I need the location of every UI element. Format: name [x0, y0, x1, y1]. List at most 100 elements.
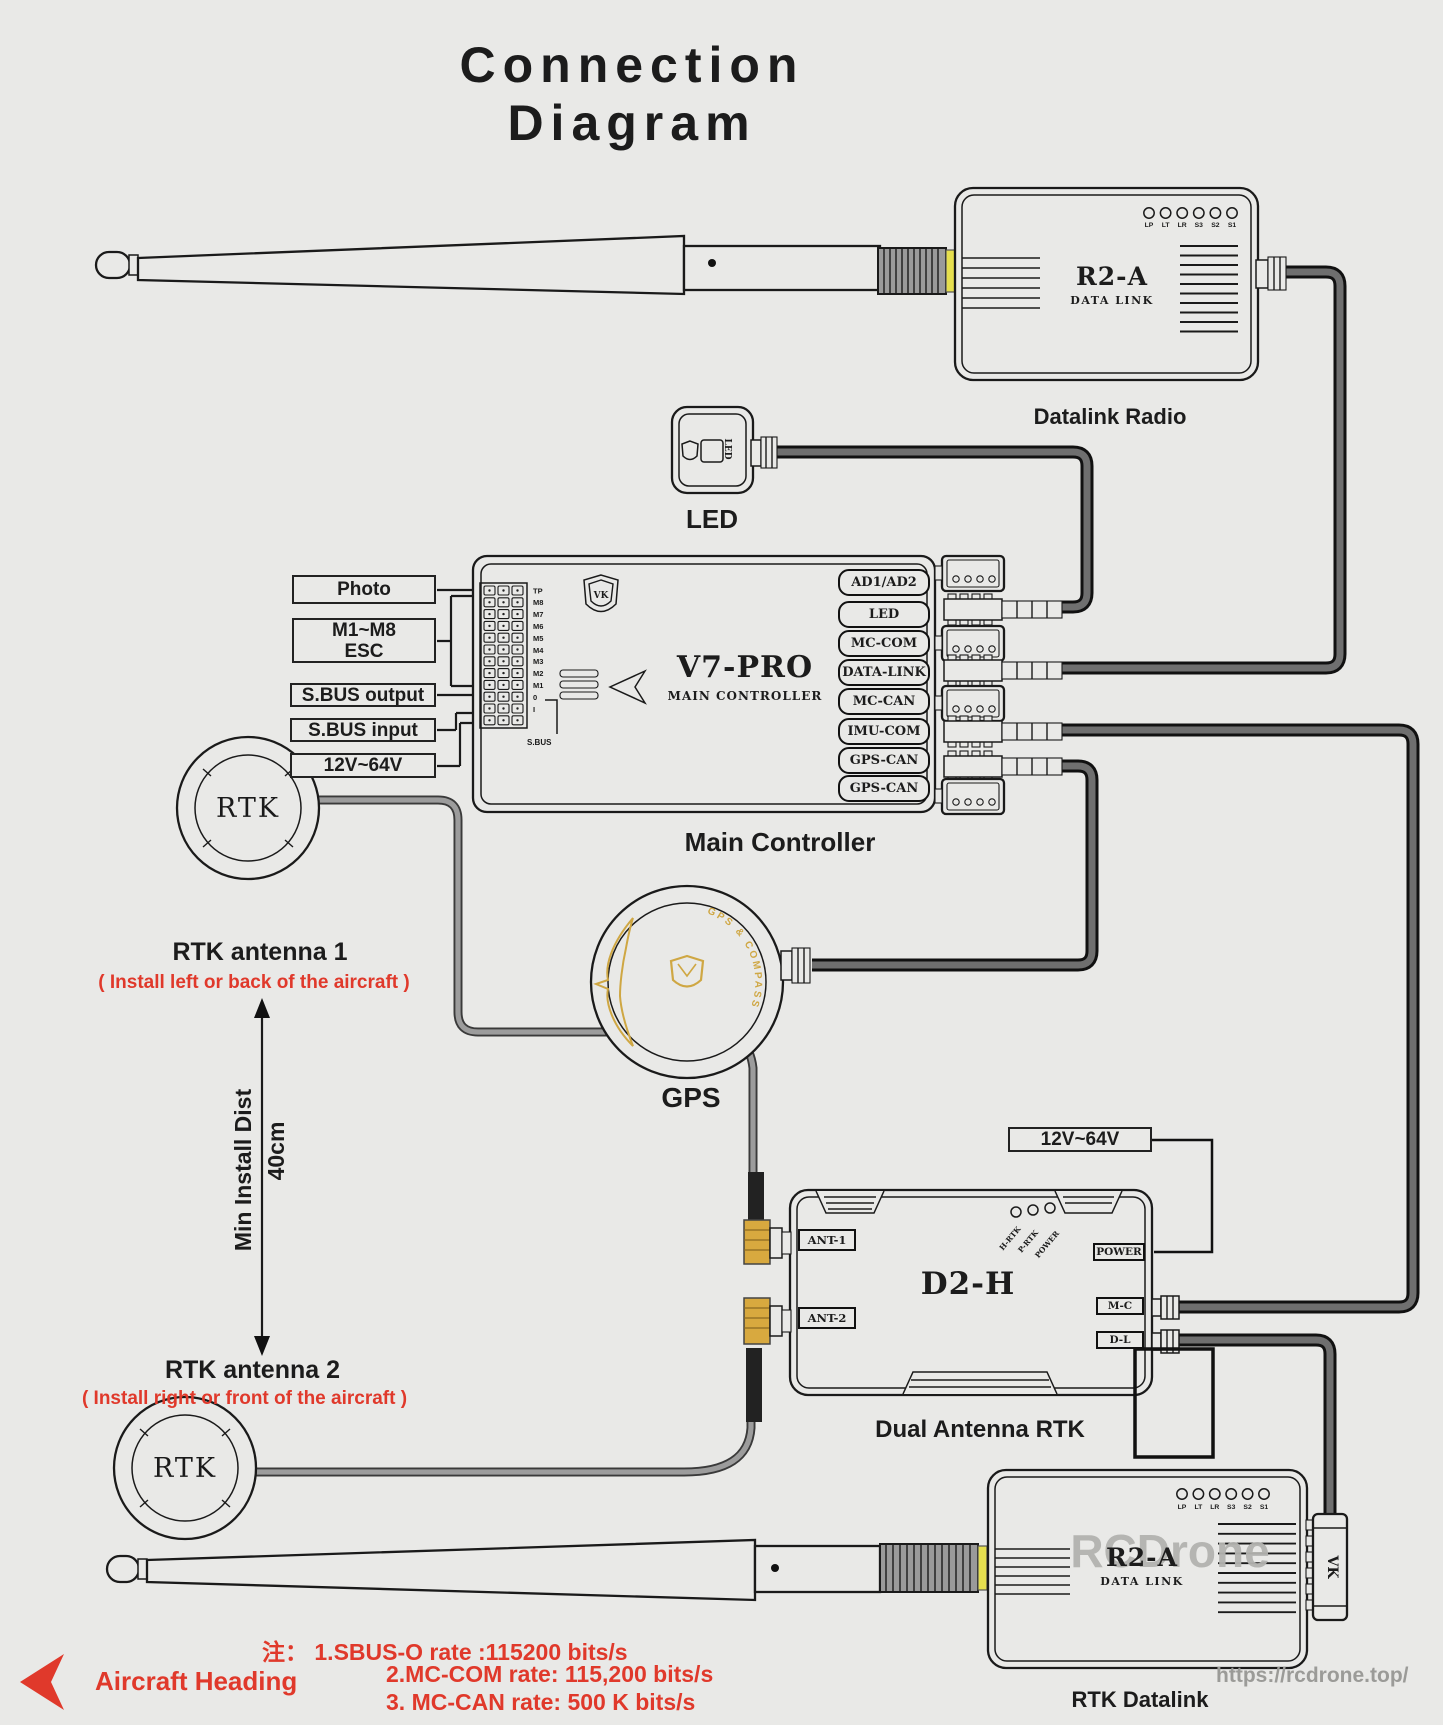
gps-caption: GPS [661, 1082, 721, 1113]
svg-text:M6: M6 [533, 622, 543, 631]
rtk2-note: ( Install right or front of the aircraft… [81, 1388, 408, 1409]
rtk1-note: ( Install left or back of the aircraft ) [98, 972, 410, 993]
rtk-antenna1-disk: RTK [175, 735, 321, 881]
d2h-mc-connector [1151, 1295, 1180, 1320]
input-photo-label: Photo [337, 579, 391, 600]
svg-text:M8: M8 [533, 598, 543, 607]
d2h-port-ant1: ANT-1 [798, 1229, 856, 1251]
svg-text:M2: M2 [533, 669, 543, 678]
d2h-leds [1010, 1202, 1056, 1218]
power-label: POWER [1096, 1246, 1142, 1258]
min-dist-arrow [254, 998, 270, 1356]
radio-connector [1255, 259, 1269, 289]
mc-port-mccan: MC-CAN [838, 688, 930, 715]
datalink-radio-leds [1143, 207, 1238, 219]
vk-shield-icon [681, 440, 699, 461]
led-label: S3 [1227, 1504, 1236, 1511]
bottom-antenna [105, 1538, 988, 1602]
svg-text:I: I [533, 705, 535, 714]
pin-labels: TP M8 M7 M6 M5 M4 M3 M2 M1 0 I S.BUS [527, 587, 552, 748]
svg-text:M5: M5 [533, 634, 543, 643]
wire-power-to-d2h [1151, 1138, 1214, 1254]
cable-gps-to-mc [812, 759, 1099, 972]
dl-label: D-L [1109, 1334, 1131, 1346]
gps-module: GPS & COMPASS [589, 884, 811, 1080]
led-label: S1 [1260, 1504, 1269, 1511]
rtk-datalink-model: R2-A [1106, 1543, 1178, 1572]
input-esc-line1: M1~M8 [332, 619, 396, 641]
rtk-disk-label: RTK [153, 1453, 217, 1484]
mc-port-ad1ad2: AD1/AD2 [838, 569, 930, 596]
led-label: LT [1162, 222, 1171, 229]
input-esc-line2: ESC [344, 640, 384, 662]
rtk-datalink-caption: RTK Datalink [1071, 1687, 1209, 1712]
led-chip [700, 439, 724, 463]
vk-connector-label: VK [1324, 1555, 1340, 1579]
led-caption: LED [686, 504, 738, 534]
antenna-yellow-band [945, 249, 956, 293]
svg-text:M7: M7 [533, 610, 543, 619]
mc-port-gpscan2: GPS-CAN [838, 775, 930, 802]
note-line2: 2.MC-COM rate: 115,200 bits/s [386, 1661, 714, 1687]
d2h-power-source-label: 12V~64V [1040, 1129, 1120, 1150]
d2h-power-source: 12V~64V [1008, 1127, 1152, 1152]
led-label: LR [1210, 1504, 1219, 1511]
led-label: S2 [1211, 222, 1220, 229]
page-title: Connection Diagram [459, 37, 805, 151]
min-dist-line1: Min Install Dist [230, 1088, 256, 1252]
vk-logo-text: VK [593, 591, 610, 601]
d2h-box: H-RTK P-RTK POWER [788, 1188, 1180, 1397]
d2h-port-dl: D-L [1096, 1331, 1144, 1349]
mc-port-datalink: DATA-LINK [838, 659, 930, 686]
dl-wire-loop [1133, 1347, 1215, 1459]
gps-arrow-icon [593, 917, 634, 1047]
svg-text:TP: TP [533, 587, 543, 596]
cable-led-to-mc [777, 445, 1094, 614]
d2h-caption: Dual Antenna RTK [875, 1416, 1085, 1443]
top-antenna [94, 234, 956, 296]
svg-text:M4: M4 [533, 646, 544, 655]
input-photo: Photo [292, 575, 436, 604]
url-watermark: https://rcdrone.top/ [1216, 1664, 1409, 1687]
input-power: 12V~64V [290, 753, 436, 778]
mc-port-led: LED [838, 601, 930, 628]
mc-type: MAIN CONTROLLER [667, 689, 823, 703]
svg-text:M1: M1 [533, 681, 543, 690]
rcdrone-watermark: RCDrone [1070, 1525, 1270, 1577]
ant2-label: ANT-2 [807, 1311, 847, 1325]
led-label: S2 [1243, 1504, 1252, 1511]
cable-datalink-to-mc [1062, 265, 1347, 675]
ant2-connector [743, 1297, 792, 1422]
d2h-port-mc: M-C [1096, 1297, 1144, 1315]
vk-shield-gold-icon [669, 954, 705, 988]
led-chip-label: LED [722, 438, 732, 460]
led-module [670, 405, 778, 495]
rtk1-label: RTK antenna 1 [172, 938, 348, 966]
d2h-port-ant2: ANT-2 [798, 1307, 856, 1329]
ant1-connector [743, 1172, 792, 1265]
input-power-label: 12V~64V [323, 755, 403, 776]
datalink-radio-box: LP LT LR S3 S2 S1 [953, 186, 1287, 382]
cable-mc-to-d2h [1062, 723, 1420, 1314]
datalink-radio-model: R2-A [1076, 262, 1148, 291]
rtk-datalink-type: DATA LINK [1100, 1575, 1184, 1588]
input-esc: M1~M8 ESC [292, 618, 436, 663]
led-label: LT [1194, 1504, 1203, 1511]
note-line1: 注： 1.SBUS-O rate :115200 bits/s [262, 1639, 628, 1665]
mc-port-mccom: MC-COM [838, 630, 930, 657]
mc-connectors [933, 554, 1063, 816]
aircraft-heading-arrow-icon [20, 1654, 64, 1710]
mc-port-imucom: IMU-COM [838, 718, 930, 745]
led-label: S1 [1228, 222, 1237, 229]
rtk-datalink-box: LP LT LR S3 S2 S1 [986, 1468, 1349, 1670]
input-sbus-output: S.BUS output [290, 683, 436, 707]
antenna-yellow-band [977, 1545, 988, 1591]
ant1-label: ANT-1 [807, 1233, 847, 1247]
led-label: LP [1178, 1504, 1187, 1511]
svg-text:0: 0 [533, 693, 537, 702]
vk-shield-icon: VK [583, 574, 619, 613]
min-dist-line2: 40cm [263, 1121, 289, 1181]
led-label: LR [1178, 222, 1187, 229]
heading-arrow-icon [608, 669, 647, 705]
